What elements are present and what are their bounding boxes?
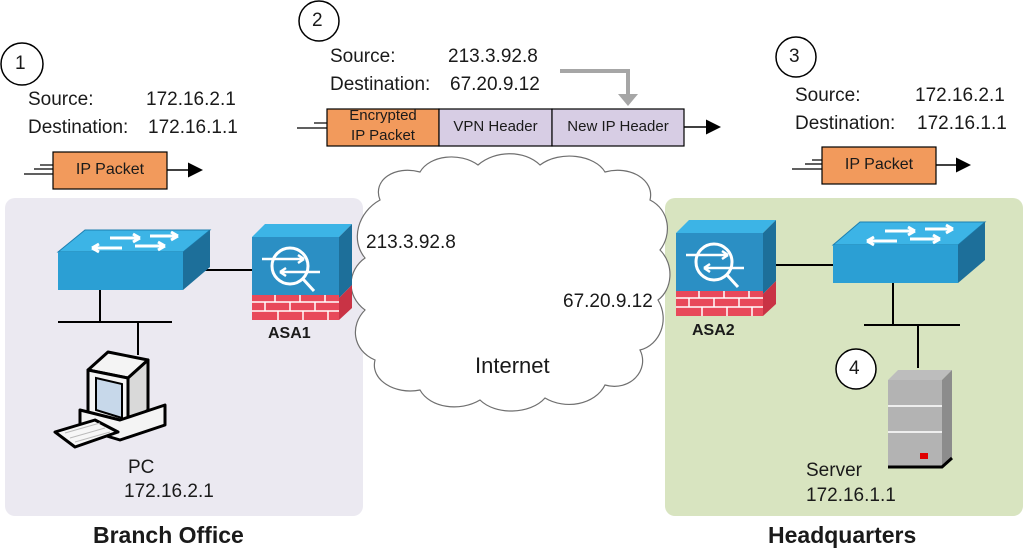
new-header-pointer-arrow — [560, 69, 638, 106]
step-2-dest-ip: 67.20.9.12 — [450, 74, 540, 95]
step-3-packet-label: IP Packet — [844, 156, 914, 173]
asa2-label: ASA2 — [692, 322, 735, 339]
hq-switch-icon — [831, 221, 987, 283]
step-2-source-label: Source: — [330, 46, 396, 67]
pc-name: PC — [128, 457, 155, 478]
step-4-marker — [835, 348, 877, 390]
asa1-label: ASA1 — [268, 325, 311, 342]
step-3-marker — [775, 36, 817, 78]
step-2-marker — [298, 0, 340, 42]
step-3-source-ip: 172.16.2.1 — [915, 85, 1005, 106]
step-1-number: 1 — [15, 53, 26, 74]
branch-switch-icon — [56, 229, 212, 290]
step-2-dest-label: Destination: — [330, 74, 431, 95]
server-name: Server — [806, 460, 862, 481]
pc-icon — [53, 350, 167, 449]
encrypted-packet-line-1: Encrypted — [349, 107, 417, 124]
step-3-dest-ip: 172.16.1.1 — [917, 113, 1007, 134]
step-1-marker — [0, 42, 44, 86]
asa1-firewall-icon — [252, 224, 352, 320]
step-4-number: 4 — [849, 358, 860, 379]
new-ip-header-segment: New IP Header — [567, 118, 669, 135]
asa2-outside-ip: 67.20.9.12 — [563, 291, 653, 312]
step-2-packet — [297, 108, 721, 147]
step-1-packet-label: IP Packet — [75, 161, 145, 178]
server-icon — [888, 370, 954, 469]
server-status-led — [920, 453, 928, 459]
internet-cloud — [350, 153, 671, 412]
pc-ip: 172.16.2.1 — [124, 481, 214, 502]
step-3-packet — [792, 146, 971, 185]
step-3-number: 3 — [789, 46, 800, 67]
step-1-source-ip: 172.16.2.1 — [146, 89, 236, 110]
asa2-firewall-icon — [676, 220, 776, 316]
internet-label: Internet — [475, 353, 550, 378]
step-2-source-ip: 213.3.92.8 — [448, 46, 538, 67]
headquarters-label: Headquarters — [768, 522, 917, 548]
asa1-outside-ip: 213.3.92.8 — [366, 232, 456, 253]
encrypted-packet-line-2: IP Packet — [351, 127, 415, 144]
step-2-number: 2 — [312, 10, 323, 31]
server-ip: 172.16.1.1 — [806, 485, 896, 506]
vpn-header-segment: VPN Header — [453, 118, 538, 135]
step-1-packet — [24, 151, 203, 190]
encrypted-packet-segment: Encrypted IP Packet — [327, 106, 439, 146]
step-3-source-label: Source: — [795, 85, 861, 106]
branch-office-label: Branch Office — [93, 522, 244, 548]
step-1-dest-ip: 172.16.1.1 — [148, 117, 238, 138]
step-3-dest-label: Destination: — [795, 113, 896, 134]
step-1-dest-label: Destination: — [28, 117, 129, 138]
step-1-source-label: Source: — [28, 89, 94, 110]
